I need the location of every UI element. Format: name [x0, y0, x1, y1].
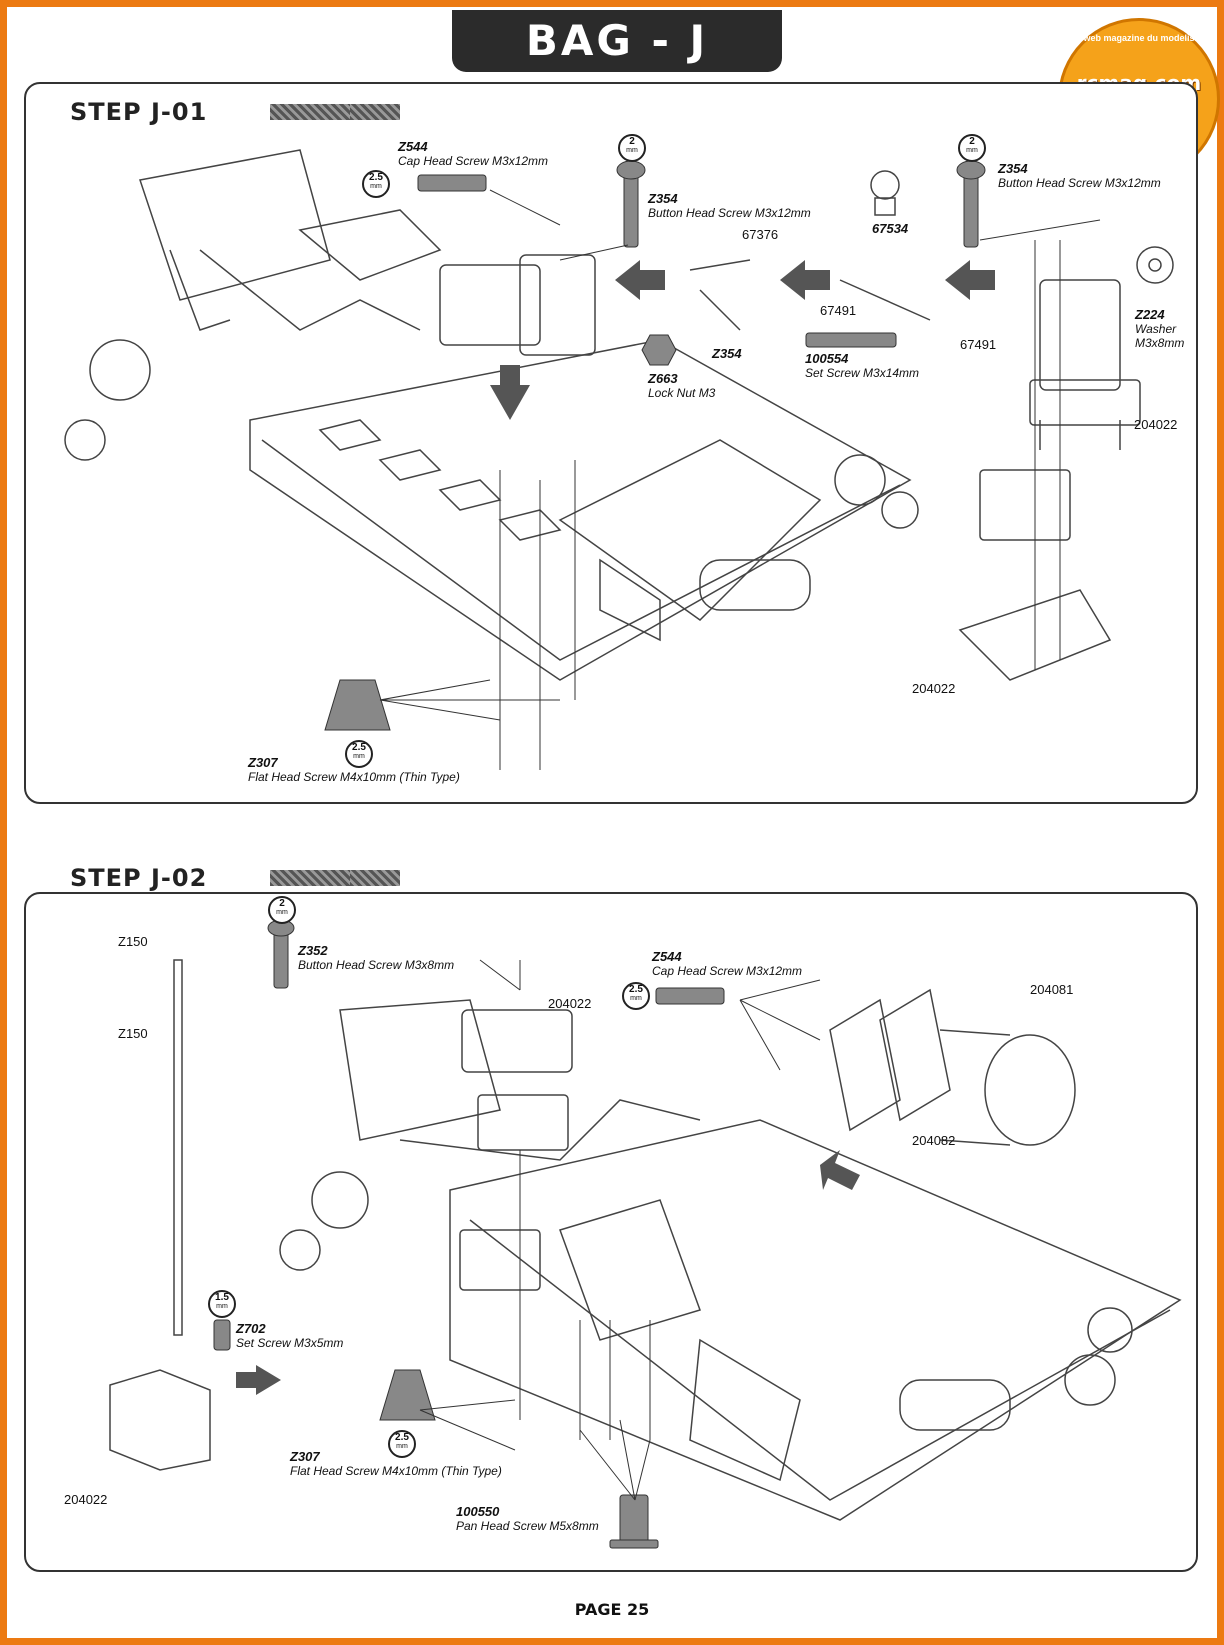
bag-header: BAG - J: [452, 10, 782, 72]
title-stripe: [350, 870, 400, 886]
step-j01-panel: [24, 82, 1198, 804]
antenna-holder: [109, 1369, 211, 1471]
arrow-left-icon: [615, 260, 665, 300]
screw-100550-icon: [619, 1494, 649, 1544]
esc-block: [439, 264, 541, 346]
arrow-left-icon: [780, 260, 830, 300]
lock-nut-icon: [641, 334, 677, 366]
part-number: 204022: [548, 996, 592, 1011]
antenna-tube: [173, 959, 183, 1336]
bag-title: BAG - J: [525, 16, 709, 65]
part-label-z354: Z354: [712, 346, 742, 361]
part-number: 204081: [1030, 982, 1074, 997]
front-suspension: [139, 149, 331, 301]
step-j02-panel: [24, 892, 1198, 1572]
part-number: 204022: [912, 681, 956, 696]
esc-exploded: [979, 469, 1071, 541]
motor-mount: [829, 998, 901, 1132]
servo-mount: [1029, 379, 1141, 426]
part-number: Z150: [118, 1026, 148, 1041]
servo-exploded: [1039, 279, 1121, 391]
tray-plate: [958, 589, 1112, 681]
part-number: 67491: [820, 303, 857, 318]
chassis-plate: [249, 339, 912, 681]
flat-screw-icon: [379, 1369, 436, 1421]
arrow-left-icon: [945, 260, 995, 300]
chassis-plate: [449, 1119, 1182, 1521]
title-stripe: [270, 104, 350, 120]
screw-z352-icon: [273, 929, 289, 989]
motor-mount: [879, 988, 951, 1122]
rear-suspension: [558, 439, 822, 621]
receiver: [477, 1094, 569, 1151]
step-j02-title: STEP J-02: [70, 864, 208, 892]
receiver-box: [459, 1229, 541, 1291]
title-stripe: [350, 104, 400, 120]
part-number: 204022: [1134, 417, 1178, 432]
flat-screw-icon: [324, 679, 391, 731]
part-number: Z150: [118, 934, 148, 949]
page-number: PAGE 25: [574, 1600, 650, 1619]
arrow-down-icon: [490, 365, 530, 420]
part-number: 67491: [960, 337, 997, 352]
part-number: 204022: [64, 1492, 108, 1507]
set-screw-z702-icon: [213, 1319, 231, 1351]
servo-saver: [519, 254, 596, 356]
screw-z544-icon: [417, 174, 487, 192]
motor: [984, 1034, 1076, 1146]
arrow-downleft-icon: [820, 1150, 860, 1190]
title-stripe: [270, 870, 350, 886]
part-number: 204082: [912, 1133, 956, 1148]
set-screw-icon: [805, 332, 897, 348]
receiver-box-lid: [461, 1009, 573, 1073]
arrow-right-icon: [236, 1365, 281, 1395]
ball-cup: [870, 170, 900, 200]
part-number: 67376: [742, 227, 779, 242]
part-label-67534: 67534: [872, 221, 909, 236]
screw-z544-icon: [655, 987, 725, 1005]
step-j01-title: STEP J-01: [70, 98, 208, 126]
logo-tagline: Le web magazine du modelisme: [1070, 33, 1208, 43]
